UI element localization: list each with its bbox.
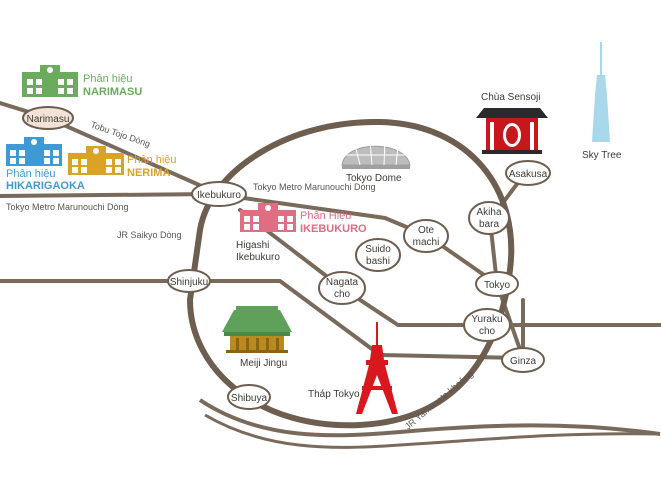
station-yurakucho-label-2: cho	[479, 326, 496, 337]
station-yurakucho[interactable]	[463, 308, 511, 342]
station-shinjuku[interactable]	[167, 269, 211, 293]
marunouchi-line-left	[0, 192, 217, 198]
branch-narimasu-icon[interactable]	[22, 65, 78, 97]
branch-narimasu-label: Phân hiệu	[83, 73, 133, 85]
marunouchi-left-label: Tokyo Metro Marunouchi Dòng	[6, 202, 129, 212]
branch-narimasu-name: NARIMASU	[83, 86, 142, 98]
station-narimasu[interactable]	[22, 106, 74, 130]
saikyo-label: JR Saikyo Dòng	[117, 230, 182, 240]
sensoji-label: Chùa Sensoji	[481, 92, 540, 103]
tobu-tojo-label: Tobu Tojo Dòng	[89, 119, 151, 149]
skytree-icon	[592, 42, 610, 142]
marunouchi-right-label: Tokyo Metro Marunouchi Dòng	[253, 182, 376, 192]
station-shibuya[interactable]	[227, 384, 271, 410]
tokyo-tower-icon	[356, 322, 398, 414]
yurakucho-line	[238, 208, 661, 327]
branch-nerima-label: Phân hiệu	[127, 154, 177, 166]
station-suidobashi-label-1: Suido	[365, 244, 391, 255]
meiji-jingu-icon	[222, 306, 292, 353]
station-ikebukuro[interactable]	[191, 181, 247, 207]
station-asakusa-label: Asakusa	[509, 169, 548, 180]
station-asakusa[interactable]	[505, 160, 551, 186]
station-ginza[interactable]	[501, 347, 545, 373]
higashi-ikebukuro-label-1: Higashi	[236, 240, 269, 251]
station-nagatacho-label-2: cho	[334, 289, 351, 300]
tokyo-tower-label: Tháp Tokyo	[308, 389, 360, 400]
yamanote-outer-track-2	[204, 413, 661, 449]
station-otemachi[interactable]	[403, 219, 449, 253]
station-shibuya-label: Shibuya	[231, 393, 268, 404]
station-otemachi-label-1: Ote	[418, 225, 435, 236]
branch-nerima-name: NERIMA	[127, 167, 170, 179]
station-suidobashi-label-2: bashi	[366, 256, 390, 267]
skytree-label: Sky Tree	[582, 150, 622, 161]
branch-hikarigaoka-icon[interactable]	[6, 137, 62, 166]
station-nagatacho-label-1: Nagata	[326, 277, 359, 288]
station-akihabara-label-2: bara	[479, 219, 499, 230]
station-shinjuku-label: Shinjuku	[170, 277, 208, 288]
branch-ikebukuro-icon[interactable]	[240, 203, 296, 232]
tokyo-dome-icon	[341, 140, 411, 169]
branch-hikarigaoka-label: Phân hiệu	[6, 168, 56, 180]
yamanote-outer-track	[198, 398, 661, 438]
tokyo-dome-label: Tokyo Dome	[346, 173, 402, 184]
sensoji-temple-icon	[476, 108, 548, 154]
branch-nerima-icon[interactable]	[68, 146, 124, 175]
branch-ikebukuro-label: Phân Hiệu	[300, 210, 351, 222]
station-yurakucho-label-1: Yuraku	[471, 314, 502, 325]
station-narimasu-label: Narimasu	[27, 114, 70, 125]
branch-hikarigaoka-name: HIKARIGAOKA	[6, 180, 85, 192]
station-otemachi-label-2: machi	[413, 237, 440, 248]
chuo-line	[0, 279, 525, 360]
higashi-ikebukuro-label-2: Ikebukuro	[236, 252, 280, 263]
station-nagatacho[interactable]	[318, 271, 366, 305]
branch-ikebukuro-name: IKEBUKURO	[300, 223, 367, 235]
station-akihabara-label-1: Akiha	[476, 207, 501, 218]
station-ginza-label: Ginza	[510, 356, 537, 367]
meiji-jingu-label: Meiji Jingu	[240, 358, 287, 369]
station-tokyo-label: Tokyo	[484, 280, 511, 291]
station-akihabara[interactable]	[468, 201, 510, 235]
station-suidobashi[interactable]	[355, 238, 401, 272]
yamanote-label: JR Yamanote khoảng	[403, 369, 475, 432]
station-tokyo[interactable]	[475, 271, 519, 297]
station-ikebukuro-label: Ikebukuro	[197, 190, 241, 201]
